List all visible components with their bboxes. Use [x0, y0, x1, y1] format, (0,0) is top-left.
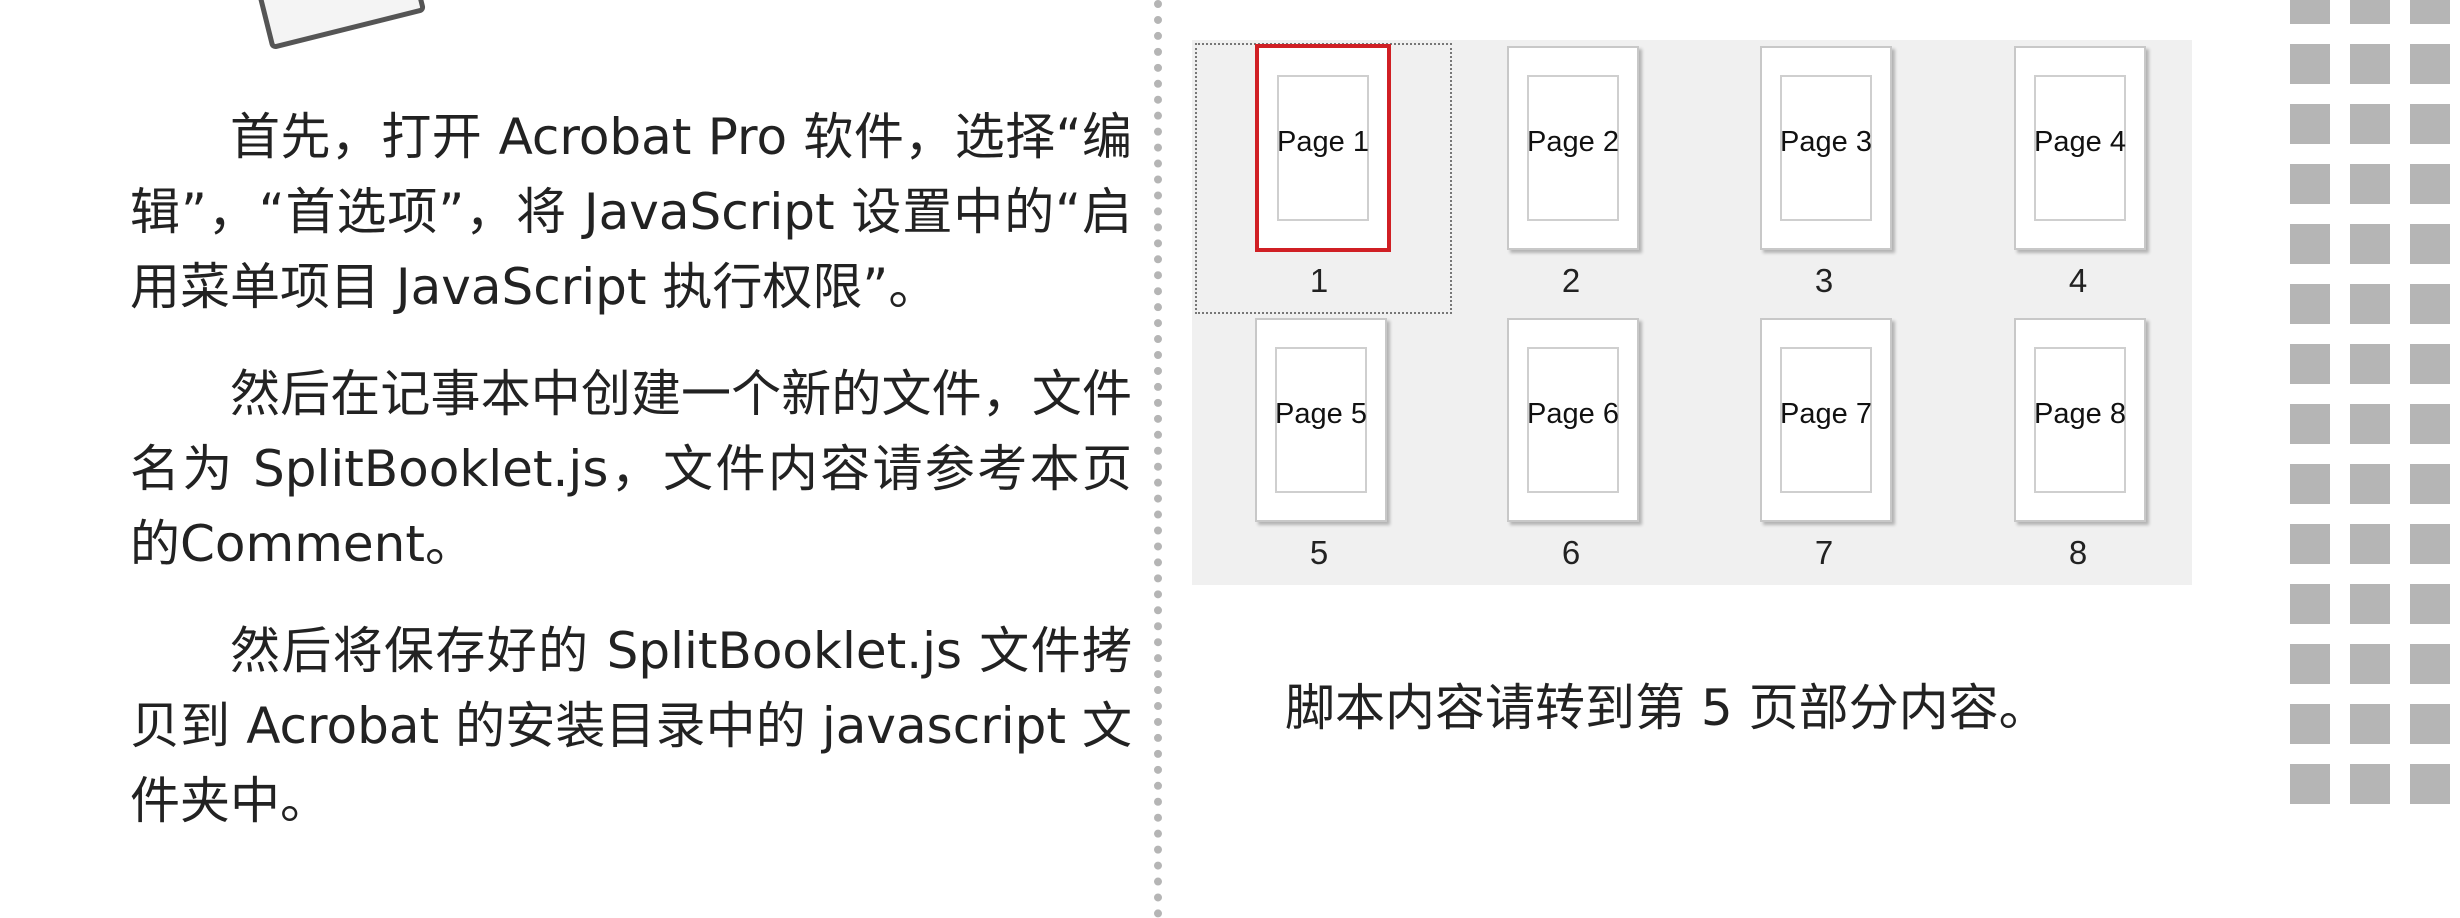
thumbnail-page-5[interactable]: Page 5 [1255, 318, 1387, 522]
square-decoration [2410, 464, 2450, 504]
page-preview [1277, 75, 1369, 221]
square-decoration [2410, 0, 2450, 24]
paragraph-3: 然后将保存好的 SplitBooklet.js 文件拷贝到 Acrobat 的安… [130, 622, 1132, 830]
thumbnail-page-1[interactable]: Page 1 [1255, 44, 1391, 252]
square-decoration [2350, 584, 2390, 624]
thumbnail-number: 8 [2068, 534, 2088, 571]
square-decoration [2410, 104, 2450, 144]
thumbnail-page-6[interactable]: Page 6 [1507, 318, 1639, 522]
square-decoration [2350, 404, 2390, 444]
square-decoration [2350, 0, 2390, 24]
thumbnail-number: 1 [1309, 262, 1329, 299]
thumbnail-number: 5 [1309, 534, 1329, 571]
square-decoration [2350, 164, 2390, 204]
square-decoration [2290, 644, 2330, 684]
square-decoration [2410, 584, 2450, 624]
square-decoration [2290, 404, 2330, 444]
page-preview [1527, 347, 1619, 493]
square-decoration [2290, 104, 2330, 144]
square-decoration [2290, 344, 2330, 384]
paragraph-2: 然后在记事本中创建一个新的文件，文件名为 SplitBooklet.js，文件内… [130, 365, 1132, 573]
thumbnail-page-3[interactable]: Page 3 [1760, 46, 1892, 250]
square-decoration [2290, 284, 2330, 324]
page-preview [1527, 75, 1619, 221]
square-decoration [2410, 344, 2450, 384]
thumbnail-number: 6 [1561, 534, 1581, 571]
square-decoration [2410, 164, 2450, 204]
thumbnail-number: 2 [1561, 262, 1581, 299]
square-decoration [2290, 764, 2330, 804]
thumbnail-label: Page 2 [1527, 126, 1619, 158]
paragraph-1: 首先，打开 Acrobat Pro 软件，选择“编辑”，“首选项”，将 Java… [130, 108, 1132, 316]
square-decoration [2350, 524, 2390, 564]
square-decoration [2290, 704, 2330, 744]
thumbnail-label: Page 4 [2034, 126, 2126, 158]
thumbnail-number: 4 [2068, 262, 2088, 299]
square-decoration [2410, 644, 2450, 684]
square-decoration [2350, 224, 2390, 264]
square-decoration [2290, 164, 2330, 204]
square-decoration [2410, 224, 2450, 264]
page-preview [2034, 347, 2126, 493]
page-preview [1780, 75, 1872, 221]
thumbnail-label: Page 8 [2034, 398, 2126, 430]
square-decoration [2290, 524, 2330, 564]
corner-illustration [253, 0, 427, 51]
thumbnail-number: 3 [1814, 262, 1834, 299]
thumbnail-label: Page 5 [1275, 398, 1367, 430]
thumbnail-page-4[interactable]: Page 4 [2014, 46, 2146, 250]
thumbnail-label: Page 3 [1780, 126, 1872, 158]
square-decoration [2410, 44, 2450, 84]
decorative-square-grid [2290, 0, 2450, 804]
square-decoration [2290, 224, 2330, 264]
square-decoration [2350, 704, 2390, 744]
thumbnail-page-8[interactable]: Page 8 [2014, 318, 2146, 522]
dotted-divider [1154, 0, 1162, 918]
square-decoration [2410, 404, 2450, 444]
square-decoration [2410, 704, 2450, 744]
script-note: 脚本内容请转到第 5 页部分内容。 [1285, 679, 2049, 737]
thumbnail-page-2[interactable]: Page 2 [1507, 46, 1639, 250]
page-preview [1275, 347, 1367, 493]
page-preview [1780, 347, 1872, 493]
square-decoration [2350, 344, 2390, 384]
square-decoration [2350, 464, 2390, 504]
square-decoration [2290, 464, 2330, 504]
page-thumbnails-panel: Page 1 1 Page 2 2 Page 3 3 Page 4 4 Page… [1192, 40, 2192, 585]
page-preview [2034, 75, 2126, 221]
square-decoration [2350, 764, 2390, 804]
thumbnail-label: Page 6 [1527, 398, 1619, 430]
thumbnail-number: 7 [1814, 534, 1834, 571]
square-decoration [2410, 284, 2450, 324]
square-decoration [2350, 644, 2390, 684]
square-decoration [2290, 584, 2330, 624]
square-decoration [2290, 44, 2330, 84]
square-decoration [2350, 284, 2390, 324]
thumbnail-page-7[interactable]: Page 7 [1760, 318, 1892, 522]
square-decoration [2410, 764, 2450, 804]
instructions-text: 首先，打开 Acrobat Pro 软件，选择“编辑”，“首选项”，将 Java… [130, 100, 1132, 871]
thumbnail-label: Page 7 [1780, 398, 1872, 430]
square-decoration [2350, 44, 2390, 84]
thumbnail-label: Page 1 [1277, 126, 1369, 158]
square-decoration [2290, 0, 2330, 24]
square-decoration [2410, 524, 2450, 564]
square-decoration [2350, 104, 2390, 144]
